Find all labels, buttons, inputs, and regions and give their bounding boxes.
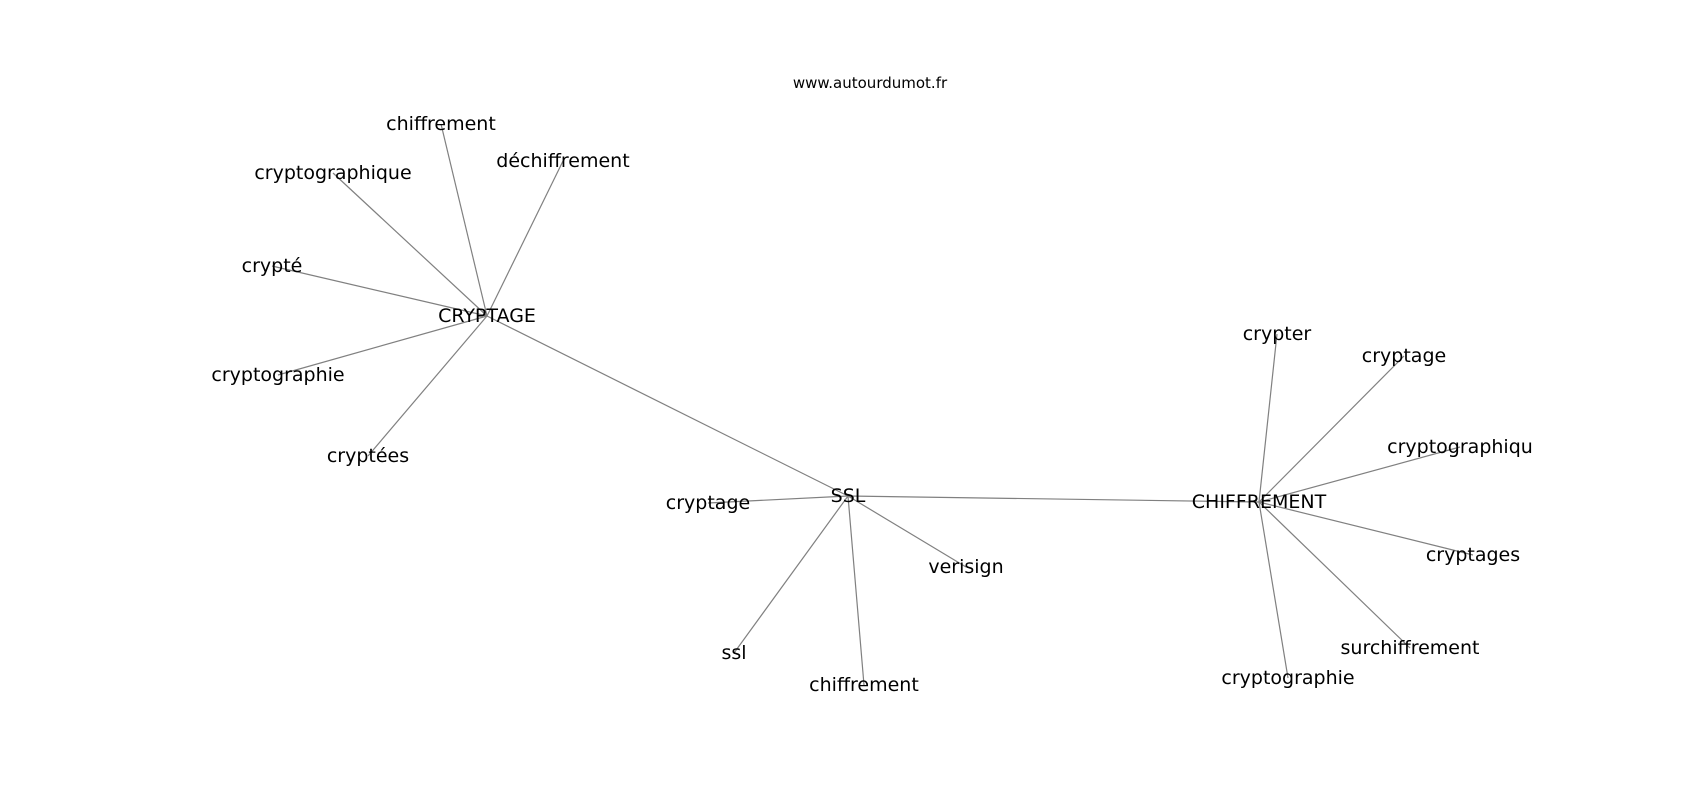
edge-n_cryptage_hub-n_chiffrement_1 xyxy=(440,123,488,317)
node-label-cryptage-hub: CRYPTAGE xyxy=(438,305,536,327)
edge-n_cryptage_hub-n_crypte xyxy=(271,265,488,317)
edge-n_cryptage_hub-n_cryptographique_1 xyxy=(332,172,488,317)
node-label-verisign: verisign xyxy=(928,556,1003,578)
edge-n_chiffrement_hub-n_cryptage_3 xyxy=(1258,355,1405,503)
node-label-chiffrement-2: chiffrement xyxy=(809,674,919,696)
node-label-chiffrement-hub: CHIFFREMENT xyxy=(1192,491,1327,513)
node-label-cryptages: cryptages xyxy=(1426,544,1520,566)
edge-n_chiffrement_hub-n_surchiffrement xyxy=(1258,501,1411,649)
node-label-cryptographie-1: cryptographie xyxy=(211,364,344,386)
edge-n_ssl_hub-n_chiffrement_hub xyxy=(847,495,1260,503)
node-label-chiffrement-1: chiffrement xyxy=(386,113,496,135)
node-label-cryptographiqu: cryptographiqu xyxy=(1387,436,1533,458)
node-label-ssl-lower: ssl xyxy=(721,642,746,664)
node-label-crypter: crypter xyxy=(1243,323,1312,345)
edge-n_cryptage_hub-n_cryptographie_1 xyxy=(277,315,488,376)
edge-n_cryptage_hub-n_cryptees xyxy=(367,315,488,457)
edge-n_ssl_hub-n_cryptage_2 xyxy=(707,495,849,504)
edge-n_ssl_hub-n_chiffrement_2 xyxy=(847,495,865,686)
edge-n_ssl_hub-n_ssl_lower xyxy=(733,495,849,654)
edges-layer xyxy=(271,123,1474,686)
node-label-crypte: crypté xyxy=(242,255,303,277)
node-label-cryptage-3: cryptage xyxy=(1362,345,1446,367)
edge-n_chiffrement_hub-n_cryptographie_2 xyxy=(1258,501,1289,679)
node-label-cryptees: cryptées xyxy=(327,445,409,467)
node-label-surchiffrement: surchiffrement xyxy=(1341,637,1480,659)
node-label-cryptographique-1: cryptographique xyxy=(254,162,411,184)
node-label-cryptage-2: cryptage xyxy=(666,492,750,514)
watermark-text: www.autourdumot.fr xyxy=(793,74,948,92)
node-label-cryptographie-2: cryptographie xyxy=(1221,667,1354,689)
node-label-dechiffrement: déchiffrement xyxy=(496,150,629,172)
node-label-ssl-hub: SSL xyxy=(831,485,866,507)
edge-n_chiffrement_hub-n_cryptographiqu xyxy=(1258,446,1461,503)
nodes-layer: CRYPTAGE SSL CHIFFREMENT chiffrement cryptog… xyxy=(211,113,1533,696)
edge-n_chiffrement_hub-n_cryptages xyxy=(1258,501,1474,556)
edge-n_cryptage_hub-n_ssl_hub xyxy=(486,315,849,497)
edge-n_chiffrement_hub-n_crypter xyxy=(1258,333,1278,503)
edge-n_ssl_hub-n_verisign xyxy=(847,495,967,568)
edge-n_cryptage_hub-n_dechiffrement xyxy=(486,160,564,317)
